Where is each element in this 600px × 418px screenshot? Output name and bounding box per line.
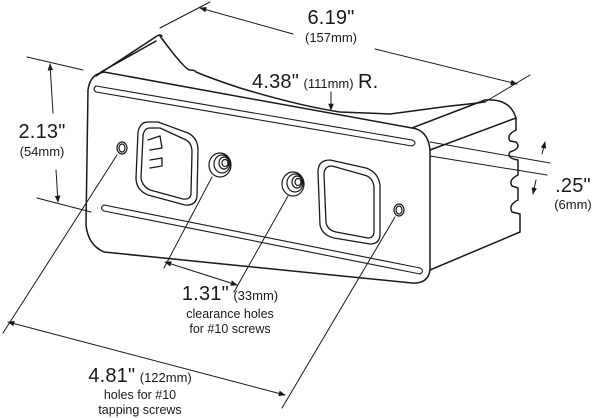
left-tapping-hole: [116, 141, 128, 155]
overall-width-mm: (157mm): [304, 30, 357, 45]
tapping-inches: 4.81": [88, 365, 136, 387]
left-clearance-hole: [208, 152, 232, 178]
offset-label: .25" (6mm): [548, 176, 598, 211]
radius-suffix: R.: [358, 71, 379, 93]
clearance-note-2: for #10 screws: [189, 322, 271, 336]
right-rect-opening: [317, 159, 381, 245]
height-mm: (54mm): [19, 144, 65, 159]
clearance-note-1: clearance holes: [186, 307, 274, 321]
height-inches: 2.13": [18, 121, 66, 143]
tapping-note-2: tapping screws: [98, 403, 182, 417]
left-connector-opening: [135, 121, 199, 206]
offset-inches: .25": [555, 175, 591, 197]
tapping-note-1: holes for #10: [103, 388, 177, 402]
radius-mm: (111mm): [303, 76, 354, 91]
radius-label: 4.38" (111mm) R.: [252, 72, 378, 92]
overall-width-label: 6.19" (157mm): [286, 8, 376, 44]
offset-mm: (6mm): [554, 197, 592, 212]
clearance-holes-label: 1.31" (33mm) clearance holes for #10 scr…: [140, 284, 320, 337]
radius-inches: 4.38": [252, 71, 300, 93]
dimension-lines: [2, 1, 551, 409]
top-groove: [93, 85, 416, 147]
clearance-inches: 1.31": [181, 283, 229, 305]
tapping-holes-label: 4.81" (122mm) holes for #10 tapping scre…: [60, 366, 220, 418]
tapping-mm: (122mm): [139, 370, 192, 385]
clearance-mm: (33mm): [233, 288, 279, 303]
bracket-body: [85, 34, 521, 284]
right-clearance-hole: [281, 171, 305, 197]
height-label: 2.13" (54mm): [4, 122, 80, 158]
overall-width-inches: 6.19": [307, 7, 355, 29]
right-tapping-hole: [393, 203, 405, 217]
